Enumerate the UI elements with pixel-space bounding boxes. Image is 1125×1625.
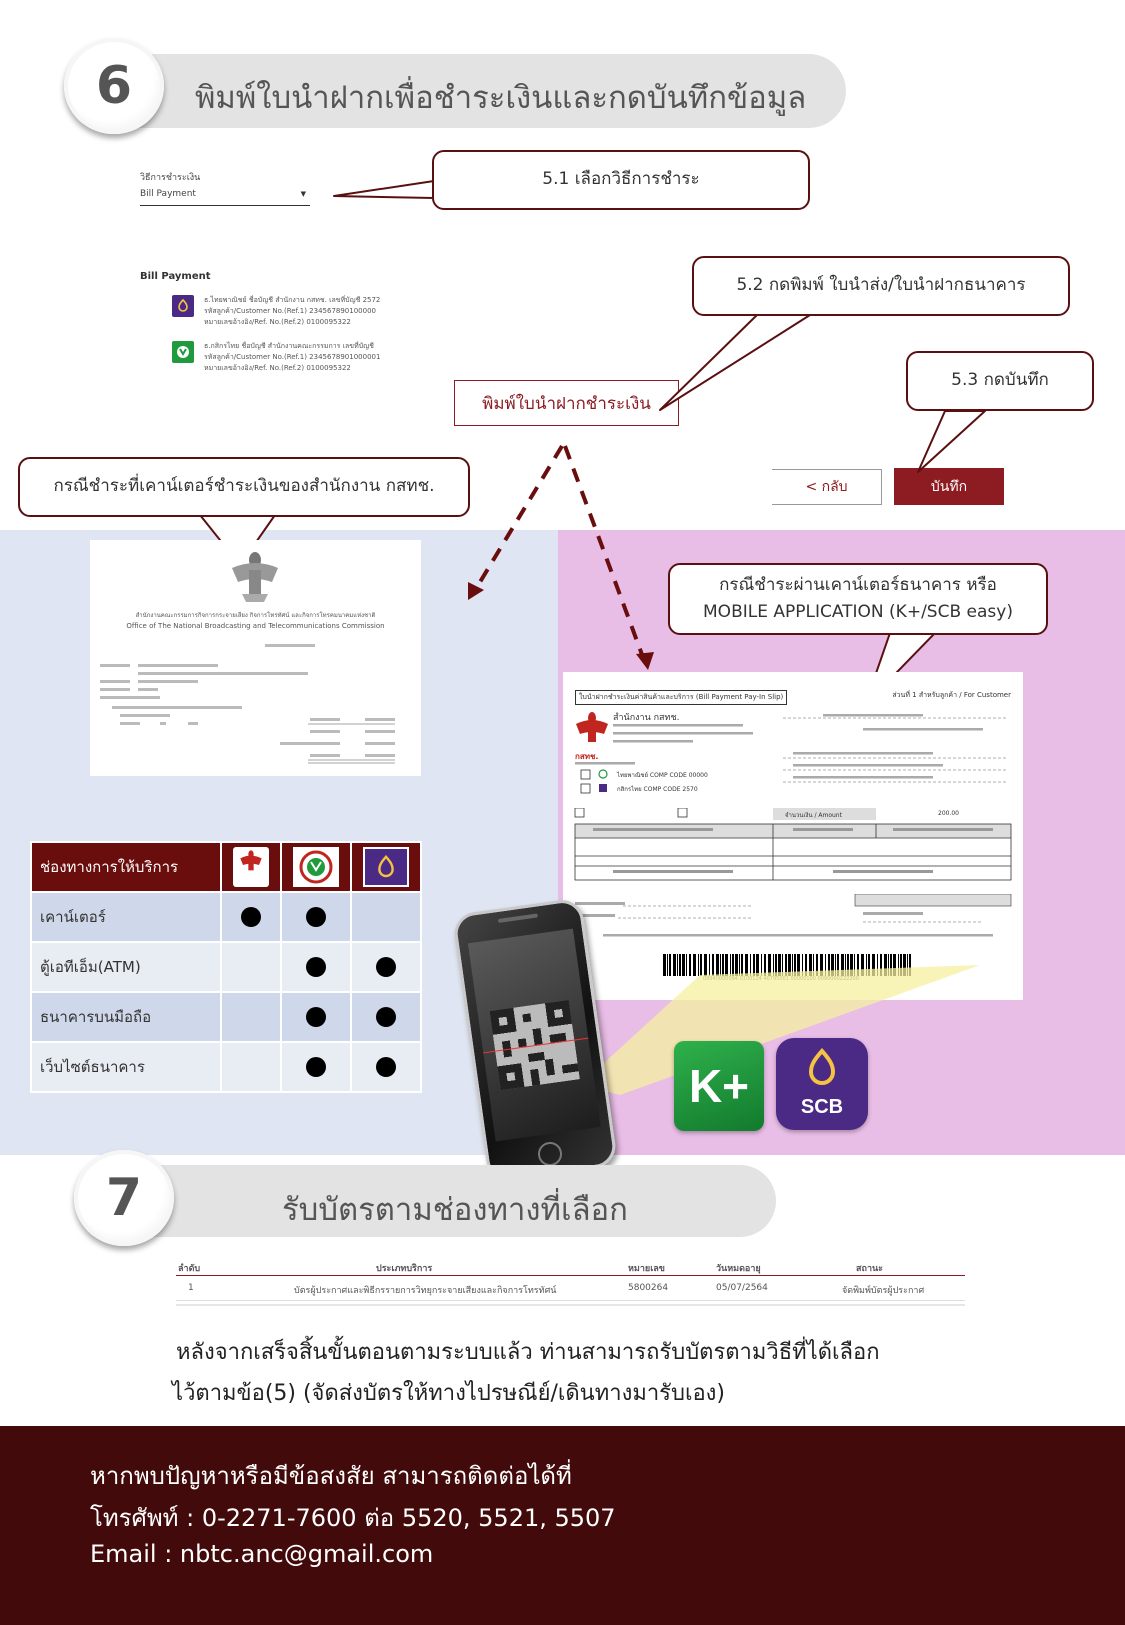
step7-header-bar — [120, 1165, 776, 1237]
scb-option[interactable]: ธ.ไทยพาณิชย์ ชื่อบัญชี สำนักงาน กสทช. เล… — [172, 295, 462, 329]
scb-easy-app-icon: SCB — [776, 1038, 868, 1130]
instruction-line2: ไว้ตามข้อ(5) (จัดส่งบัตรให้ทางไปรษณีย์/เ… — [172, 1381, 726, 1406]
service-row-label: ธนาคารบนมือถือ — [30, 991, 222, 1043]
contact-footer: หากพบปัญหาหรือมีข้อสงสัย สามารถติดต่อได้… — [0, 1426, 1125, 1625]
scb-app-label: SCB — [800, 1096, 844, 1118]
kbank-column-icon — [280, 841, 352, 893]
instruction-line1: หลังจากเสร็จสิ้นขั้นตอนตามระบบแล้ว ท่านส… — [176, 1340, 880, 1365]
service-row-label: ตู้เอทีเอ็ม(ATM) — [30, 941, 222, 993]
available-dot-icon — [376, 1007, 396, 1027]
footer-phone: โทรศัพท์ : 0-2271-7600 ต่อ 5520, 5521, 5… — [90, 1504, 616, 1532]
footer-email[interactable]: Email : nbtc.anc@gmail.com — [90, 1540, 434, 1568]
slip-title: ใบนำฝากชำระเงินค่าสินค้าและบริการ (Bill … — [575, 690, 788, 705]
back-button[interactable]: < กลับ — [772, 469, 882, 505]
payment-method-label: วิธีการชำระเงิน — [140, 173, 201, 183]
kbank-option-line2: รหัสลูกค้า/Customer No.(Ref.1) 234567890… — [204, 353, 381, 361]
footer-line1: หากพบปัญหาหรือมีข้อสงสัย สามารถติดต่อได้… — [90, 1462, 572, 1490]
result-header-status: สถานะ — [856, 1264, 883, 1274]
available-dot-icon — [241, 907, 261, 927]
result-header-number: หมายเลข — [628, 1264, 665, 1274]
kplus-app-icon: K+ — [674, 1041, 764, 1131]
result-row[interactable]: 1 บัตรผู้ประกาศและพิธีกรรายการวิทยุกระจา… — [176, 1277, 965, 1301]
callout-bank-line2: MOBILE APPLICATION (K+/SCB easy) — [703, 602, 1013, 622]
slip-barcode-number: 09940000094 0100124 40795001 00000100 00… — [703, 976, 859, 982]
result-header-expiry: วันหมดอายุ — [716, 1264, 761, 1274]
scb-logo-icon — [172, 295, 194, 317]
slip-bank1: ไทยพาณิชย์ COMP CODE 00000 — [617, 772, 708, 779]
scb-column-icon — [350, 841, 422, 893]
available-dot-icon — [376, 957, 396, 977]
nbtc-column-icon — [220, 841, 282, 893]
slip-logo-text: กสทช. — [575, 752, 599, 761]
save-button[interactable]: บันทึก — [894, 468, 1004, 505]
bill-payment-slip: ใบนำฝากชำระเงินค่าสินค้าและบริการ (Bill … — [563, 672, 1023, 1000]
slip-amount-label: จำนวนเงิน / Amount — [785, 812, 842, 819]
callout-5-1: 5.1 เลือกวิธีการชำระ — [432, 150, 810, 210]
slip-bank2: กสิกรไทย COMP CODE 2570 — [617, 786, 698, 793]
step6-number: 6 — [64, 38, 164, 134]
service-row-mobile: ธนาคารบนมือถือ — [30, 991, 422, 1043]
slip-table-grid — [574, 808, 1012, 881]
result-cell-expiry: 05/07/2564 — [716, 1283, 768, 1293]
service-row-label: เคาน์เตอร์ — [30, 891, 222, 943]
result-cell-service: บัตรผู้ประกาศและพิธีกรรายการวิทยุกระจายเ… — [294, 1286, 557, 1296]
kplus-app-label: K+ — [688, 1060, 750, 1112]
result-header-service: ประเภทบริการ — [376, 1264, 433, 1274]
service-row-website: เว็บไซต์ธนาคาร — [30, 1041, 422, 1093]
service-row-atm: ตู้เอทีเอ็ม(ATM) — [30, 941, 422, 993]
slip-body-lines — [575, 714, 1008, 794]
slip-office: สำนักงาน กสทช. — [613, 713, 680, 723]
payment-method-value: Bill Payment — [140, 189, 196, 199]
step6-title: พิมพ์ใบนำฝากเพื่อชำระเงินและกดบันทึกข้อม… — [195, 80, 807, 116]
available-dot-icon — [376, 1057, 396, 1077]
service-row-counter: เคาน์เตอร์ — [30, 891, 422, 943]
callout-5-2: 5.2 กดพิมพ์ ใบนำส่ง/ใบนำฝากธนาคาร — [692, 256, 1070, 316]
result-cell-status: จัดพิมพ์บัตรผู้ประกาศ — [842, 1286, 925, 1296]
scb-option-line3: หมายเลขอ้างอิง/Ref. No.(Ref.2) 010009532… — [204, 318, 351, 326]
callout-counter: กรณีชำระที่เคาน์เตอร์ชำระเงินของสำนักงาน… — [18, 457, 470, 517]
nbtc-garuda-logo-icon — [576, 712, 608, 742]
scb-option-line2: รหัสลูกค้า/Customer No.(Ref.1) 234567890… — [204, 307, 376, 315]
available-dot-icon — [306, 957, 326, 977]
available-dot-icon — [306, 907, 326, 927]
kbank-option[interactable]: ธ.กสิกรไทย ชื่อบัญชี สำนักงานคณะกรรมการ … — [172, 341, 462, 375]
callout-bank-line1: กรณีชำระผ่านเคาน์เตอร์ธนาคาร หรือ — [719, 574, 997, 595]
slip-amount-value: 200.00 — [938, 810, 959, 817]
dropdown-arrow-icon: ▼ — [300, 190, 306, 198]
callout-5-3: 5.3 กดบันทึก — [906, 351, 1094, 411]
receipt-office-th: สำนักงานคณะกรรมการกิจการกระจายเสียง กิจก… — [135, 612, 376, 619]
result-cell-no: 1 — [188, 1283, 194, 1293]
service-row-label: เว็บไซต์ธนาคาร — [30, 1041, 222, 1093]
kbank-logo-icon — [172, 341, 194, 363]
kbank-option-line3: หมายเลขอ้างอิง/Ref. No.(Ref.2) 010009532… — [204, 364, 351, 372]
smartphone-qr-scanner — [451, 897, 619, 1183]
scb-option-line1: ธ.ไทยพาณิชย์ ชื่อบัญชี สำนักงาน กสทช. เล… — [204, 296, 381, 304]
barcode-icon — [663, 954, 911, 976]
garuda-emblem-icon — [232, 552, 278, 602]
slip-for-customer: ส่วนที่ 1 สำหรับลูกค้า / For Customer — [892, 691, 1011, 699]
available-dot-icon — [306, 1007, 326, 1027]
service-channel-table: ช่องทางการให้บริการ เคาน์เตอร์ — [30, 841, 422, 1093]
receipt-content-lines — [100, 644, 395, 764]
result-cell-number: 5800264 — [628, 1283, 669, 1293]
kbank-option-line1: ธ.กสิกรไทย ชื่อบัญชี สำนักงานคณะกรรมการ … — [204, 342, 374, 350]
scb-logo-icon-large — [808, 1048, 836, 1085]
service-table-header: ช่องทางการให้บริการ — [30, 841, 222, 893]
step7-title: รับบัตรตามช่องทางที่เลือก — [282, 1192, 628, 1228]
payment-method-select[interactable]: Bill Payment ▼ — [140, 186, 310, 206]
result-header-no: ลำดับ — [178, 1264, 201, 1274]
available-dot-icon — [306, 1057, 326, 1077]
step6-header-bar — [110, 54, 846, 128]
print-pay-in-slip-button[interactable]: พิมพ์ใบนำฝากชำระเงิน — [454, 380, 679, 426]
bill-payment-heading: Bill Payment — [140, 271, 211, 282]
nbtc-receipt: สำนักงานคณะกรรมการกิจการกระจายเสียง กิจก… — [90, 540, 421, 776]
callout-bank: กรณีชำระผ่านเคาน์เตอร์ธนาคาร หรือ MOBILE… — [668, 563, 1048, 635]
slip-bottom-section — [575, 894, 1012, 937]
receipt-office-en: Office of The National Broadcasting and … — [126, 622, 385, 630]
result-table: ลำดับ ประเภทบริการ หมายเลข วันหมดอายุ สถ… — [176, 1258, 965, 1306]
step7-number: 7 — [74, 1150, 174, 1246]
